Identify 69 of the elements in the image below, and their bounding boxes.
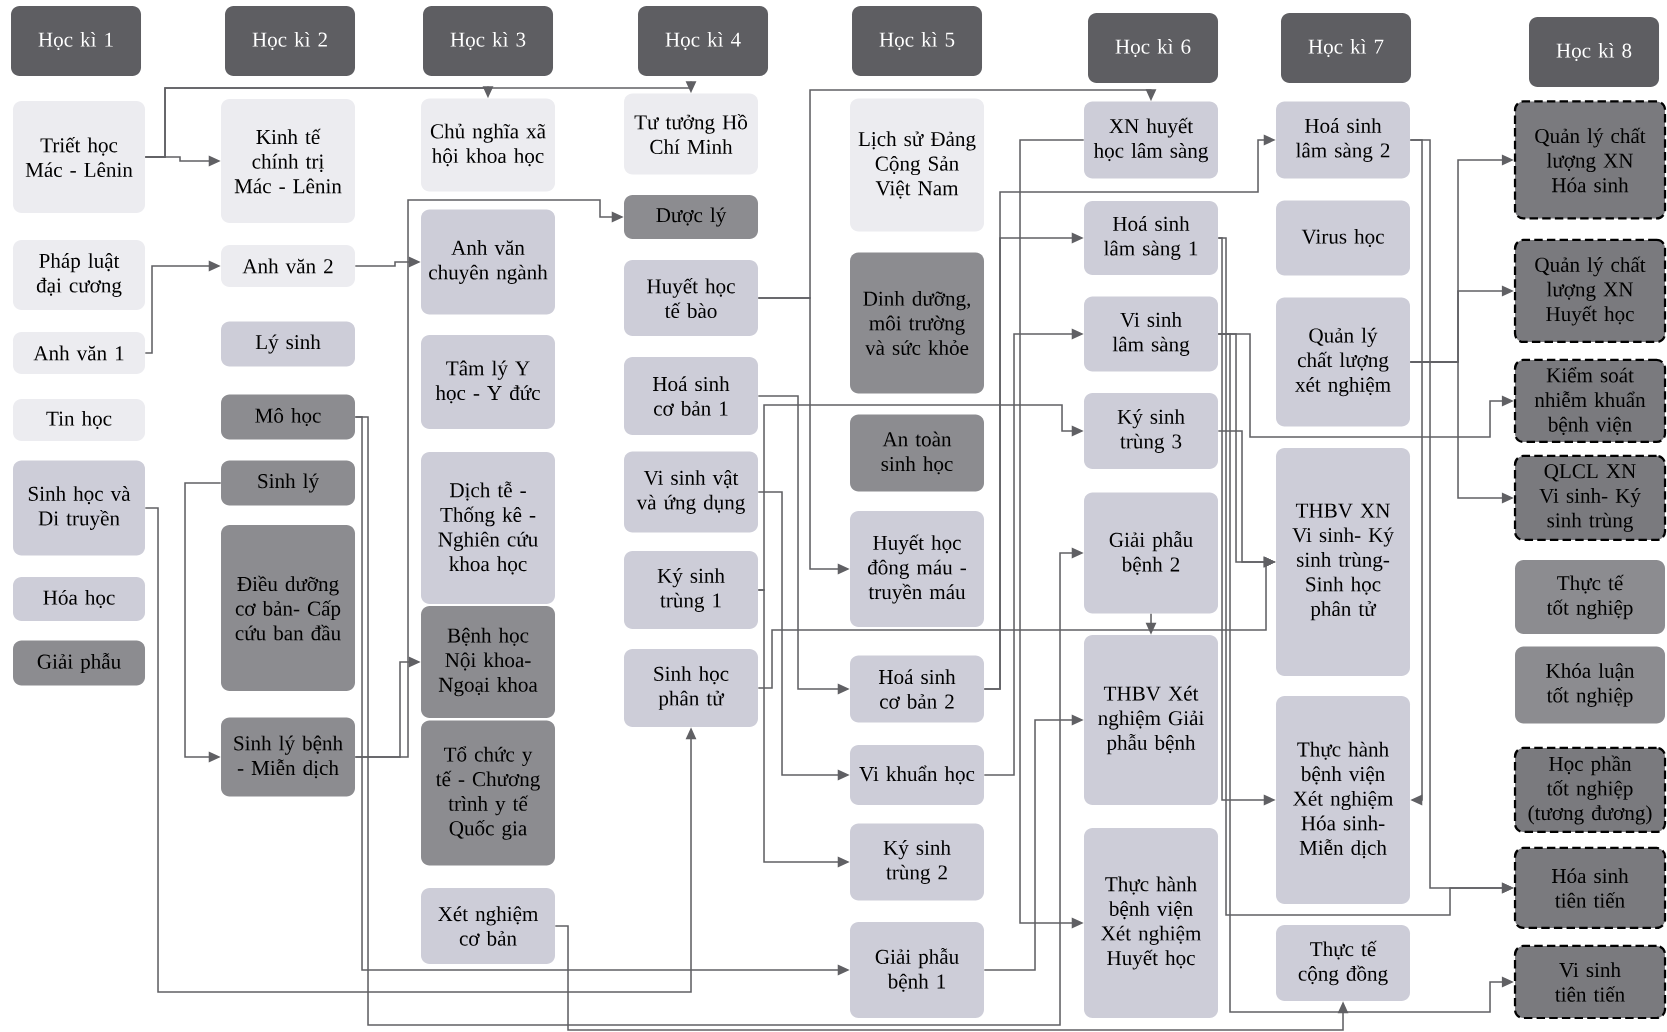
course-box: Chủ nghĩa xã hội khoa học — [421, 98, 555, 192]
course-box: Sinh học phân tử — [624, 649, 758, 727]
course-box: Tổ chức y tế - Chương trình y tế Quốc gia — [421, 720, 555, 866]
course-box: Quản lý chất lượng xét nghiệm — [1276, 297, 1410, 427]
semester-header: Học kì 3 — [423, 6, 553, 76]
course-box: Bệnh học Nội khoa- Ngoại khoa — [421, 606, 555, 718]
course-box: Lịch sử Đảng Cộng Sản Việt Nam — [850, 98, 984, 232]
course-box: Ký sinh trùng 2 — [850, 823, 984, 901]
arrow — [1409, 139, 1423, 806]
course-box: Dịch tễ - Thống kê - Nghiên cứu khoa học — [421, 452, 555, 604]
course-box: Thực hành bệnh viện Xét nghiệm Hóa sinh- Miễn dịch — [1276, 696, 1410, 904]
elective-box: Quản lý chất lượng XN Hóa sinh — [1513, 100, 1667, 220]
course-box: Tin học — [13, 399, 145, 441]
course-box: Huyết học tế bào — [624, 260, 758, 336]
course-box: Dinh dưỡng, môi trường và sức khỏe — [850, 252, 984, 394]
course-box: Thực tế cộng đồng — [1276, 925, 1410, 1001]
course-box: Xét nghiệm cơ bản — [421, 888, 555, 964]
course-box: THBV XN Vi sinh- Ký sinh trùng- Sinh học phân tử — [1276, 448, 1410, 676]
course-box: Sinh lý — [221, 460, 355, 506]
course-box: Sinh lý bệnh - Miễn dịch — [221, 717, 355, 797]
course-box: Giải phẫu bệnh 2 — [1084, 492, 1218, 614]
course-box: THBV Xét nghiệm Giải phẫu bệnh — [1084, 635, 1218, 805]
semester-header: Học kì 6 — [1088, 13, 1218, 83]
course-box: Hóa học — [13, 577, 145, 621]
course-box: Dược lý — [624, 195, 758, 239]
course-box: Khóa luận tốt nghiệp — [1515, 646, 1665, 724]
course-box: Giải phẫu — [13, 640, 145, 686]
course-box: Thực tế tốt nghiệp — [1515, 560, 1665, 634]
course-box: Vi sinh vật và ứng dụng — [624, 451, 758, 533]
course-box: Thực hành bệnh viện Xét nghiệm Huyết học — [1084, 828, 1218, 1018]
course-box: Anh văn chuyên ngành — [421, 209, 555, 315]
course-box: Hoá sinh lâm sàng 1 — [1084, 201, 1218, 275]
course-box: Lý sinh — [221, 321, 355, 367]
course-box: Mô học — [221, 394, 355, 440]
semester-header: Học kì 4 — [638, 6, 768, 76]
elective-box: Vi sinh tiên tiến — [1513, 944, 1667, 1020]
elective-box: Hóa sinh tiên tiến — [1513, 846, 1667, 930]
elective-box: Quản lý chất lượng XN Huyết học — [1513, 238, 1667, 344]
course-box: Virus học — [1276, 200, 1410, 276]
course-box: Vi sinh lâm sàng — [1084, 296, 1218, 372]
semester-header: Học kì 2 — [225, 6, 355, 76]
course-box: Pháp luật đại cương — [13, 240, 145, 310]
course-box: An toàn sinh học — [850, 414, 984, 492]
course-box: Hoá sinh cơ bản 1 — [624, 357, 758, 435]
node-label: Tổ chức y tế - Chương trình y tế Quốc gia — [435, 746, 540, 840]
semester-header: Học kì 7 — [1281, 13, 1411, 83]
course-box: Anh văn 2 — [221, 245, 355, 287]
course-box: Anh văn 1 — [13, 332, 145, 374]
course-box: Vi khuẩn học — [850, 745, 984, 805]
course-box: Hoá sinh lâm sàng 2 — [1276, 101, 1410, 179]
semester-header: Học kì 5 — [852, 6, 982, 76]
course-box: Tư tưởng Hồ Chí Minh — [624, 93, 758, 175]
course-box: Huyết học đông máu - truyền máu — [850, 511, 984, 627]
arrow — [144, 80, 697, 158]
course-box: Điều dưỡng cơ bản- Cấp cứu ban đầu — [221, 525, 355, 691]
course-box: Kinh tế chính trị Mác - Lênin — [221, 99, 355, 223]
elective-box: QLCL XN Vi sinh- Ký sinh trùng — [1513, 454, 1667, 542]
elective-box: Học phần tốt nghiệp (tương đương) — [1513, 746, 1667, 834]
elective-box: Kiểm soát nhiễm khuẩn bệnh viện — [1513, 358, 1667, 444]
course-box: Ký sinh trùng 3 — [1084, 393, 1218, 469]
course-box: Tâm lý Y học - Y đức — [421, 335, 555, 429]
course-box: Triết học Mác - Lênin — [13, 101, 145, 213]
course-box: XN huyết học lâm sàng — [1084, 101, 1218, 179]
semester-header: Học kì 1 — [11, 6, 141, 76]
semester-header: Học kì 8 — [1529, 17, 1659, 87]
course-box: Ký sinh trùng 1 — [624, 551, 758, 629]
course-box: Hoá sinh cơ bản 2 — [850, 655, 984, 723]
course-box: Giải phẫu bệnh 1 — [850, 922, 984, 1018]
course-box: Sinh học và Di truyền — [13, 460, 145, 556]
